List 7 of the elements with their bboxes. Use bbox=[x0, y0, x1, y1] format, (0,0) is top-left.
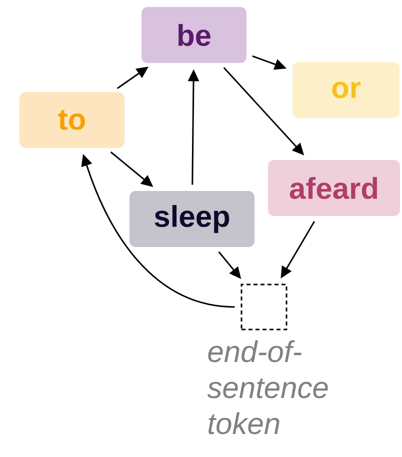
word-box: to bbox=[20, 92, 124, 148]
word-box: or bbox=[292, 62, 400, 118]
word-box: sleep bbox=[130, 191, 254, 247]
word-box: be bbox=[142, 7, 246, 63]
word-box: afeard bbox=[268, 160, 400, 216]
token-box bbox=[240, 284, 288, 330]
caption-text: end-of-sentence token bbox=[207, 340, 328, 434]
